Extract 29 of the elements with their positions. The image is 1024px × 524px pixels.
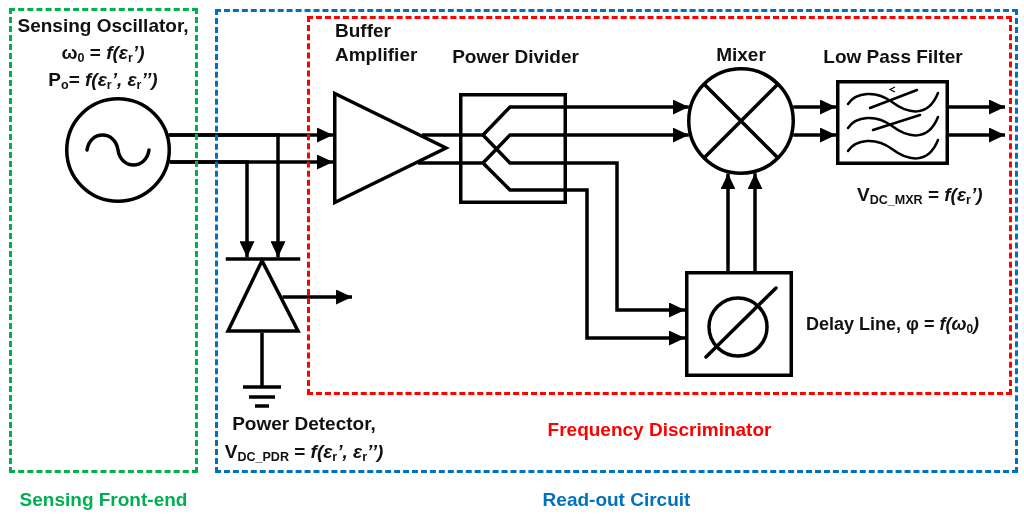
arrow (168, 133, 286, 258)
caption-label: V$_{DC_MXR}$ = f(ε$_{r}$’) (857, 183, 983, 207)
arrow (567, 188, 685, 346)
component-label: Delay Line, φ = f(ω$_{0}$) (806, 313, 980, 336)
connector-line (417, 161, 459, 165)
caption-label: Power Detector, (232, 412, 376, 436)
arrow (567, 161, 685, 318)
component-label: Low Pass Filter (823, 45, 963, 69)
arrow (747, 173, 763, 271)
component-label: Power Divider (452, 45, 579, 69)
component-label: Buffer Amplifier (334, 19, 419, 67)
arrow (949, 127, 1005, 143)
equation-label: V$_{DC_PDR}$ = f(ε$_{r}$’, ε$_{r}$’’) (224, 440, 384, 466)
arrow (567, 99, 689, 115)
arrow (720, 173, 736, 271)
group-label: Sensing Front-end (19, 488, 188, 512)
group-label: Read-out Circuit (542, 488, 691, 512)
equation-label: ω$_{0}$ = f(ε$_{r}$’) (61, 41, 145, 66)
arrow (793, 99, 836, 115)
connector-line (422, 133, 459, 137)
arrow (793, 127, 836, 143)
arrow (949, 99, 1005, 115)
group-label: Frequency Discriminator (547, 418, 772, 442)
arrow (567, 127, 689, 143)
equation-label: P$_{o}$= f(ε$_{r}$’, ε$_{r}$’’) (48, 68, 158, 93)
arrow (282, 289, 352, 305)
component-label: Sensing Oscillator, (17, 14, 189, 38)
component-label: Mixer (716, 44, 766, 66)
arrow (169, 160, 255, 258)
